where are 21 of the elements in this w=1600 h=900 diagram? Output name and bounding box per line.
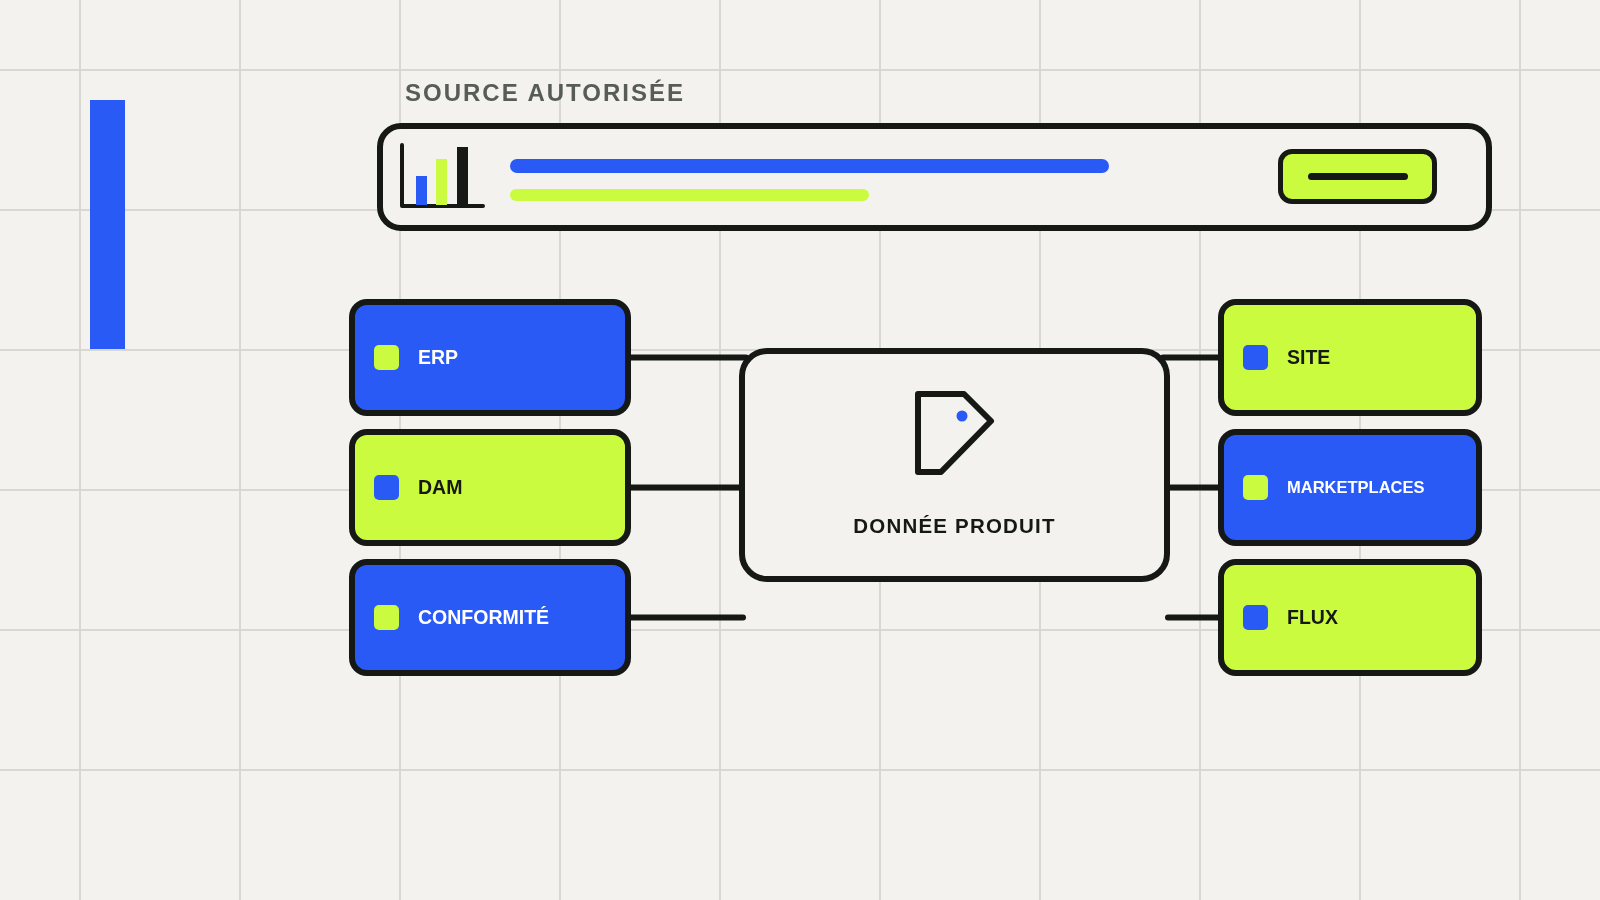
node-label: DAM: [418, 476, 463, 499]
node-label: DONNÉE PRODUIT: [853, 514, 1056, 538]
hub-box: [739, 348, 1170, 582]
connector-line: [1160, 354, 1221, 361]
connector-line: [628, 614, 746, 621]
system-box: [349, 299, 631, 416]
system-box: [1218, 559, 1482, 676]
system-box: [1218, 429, 1482, 546]
connector-line: [1165, 614, 1221, 621]
system-box: [349, 429, 631, 546]
system-box: [1218, 299, 1482, 416]
connector-line: [628, 484, 742, 491]
connector-line: [1167, 484, 1221, 491]
node-label: ERP: [418, 346, 459, 369]
node-label: MARKETPLACES: [1287, 478, 1425, 497]
node-label: FLUX: [1287, 606, 1338, 629]
section-heading: SOURCE AUTORISÉE: [405, 80, 686, 107]
system-box: [349, 559, 631, 676]
node-label: CONFORMITÉ: [418, 606, 550, 629]
connector-line: [628, 354, 749, 361]
node-label: SITE: [1287, 346, 1331, 369]
